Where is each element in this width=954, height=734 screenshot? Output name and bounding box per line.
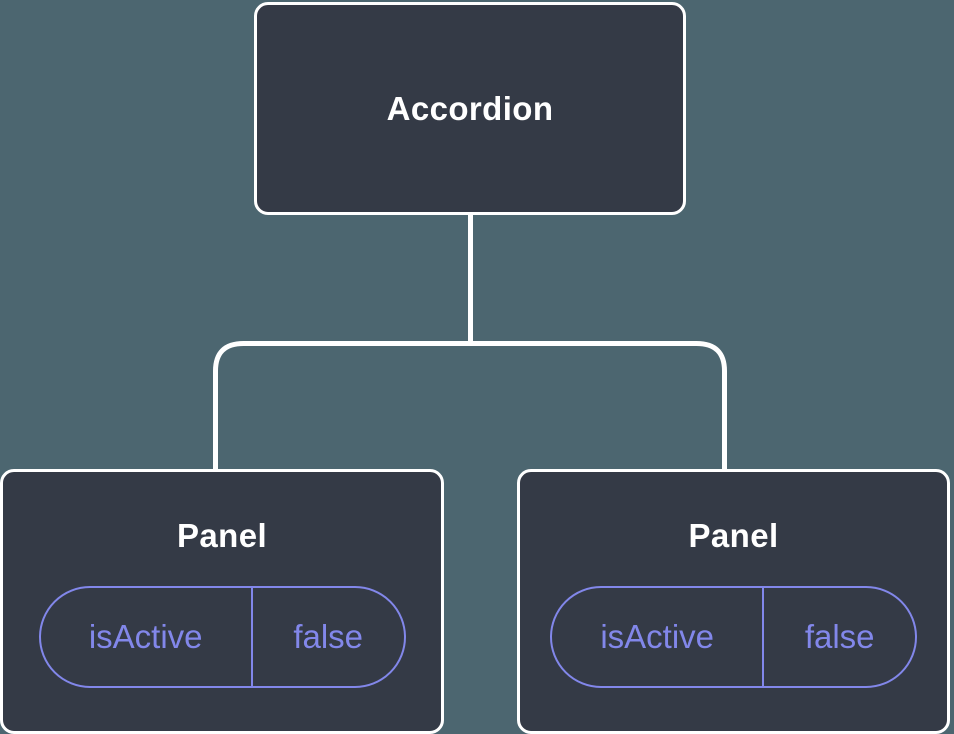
panel-1-state-key-cell: isActive — [41, 588, 253, 686]
panel-2-state-pill: isActive false — [550, 586, 917, 688]
panel-1-state-pill: isActive false — [38, 586, 406, 688]
accordion-node-label: Accordion — [386, 89, 554, 127]
panel-2-state-value-cell: false — [764, 588, 915, 686]
state-value-label: false — [804, 618, 875, 655]
component-node-panel-1: Panel isActive false — [0, 469, 444, 734]
state-key-label: isActive — [600, 618, 715, 655]
connector-branch — [213, 341, 727, 472]
panel-1-state-value-cell: false — [253, 588, 404, 686]
state-value-label: false — [293, 618, 364, 655]
panel-1-label: Panel — [176, 517, 268, 554]
state-key-label: isActive — [88, 618, 203, 655]
panel-2-state-key-cell: isActive — [552, 588, 765, 686]
component-node-panel-2: Panel isActive false — [517, 469, 950, 734]
panel-2-label: Panel — [688, 517, 779, 554]
component-node-accordion: Accordion — [254, 2, 686, 215]
